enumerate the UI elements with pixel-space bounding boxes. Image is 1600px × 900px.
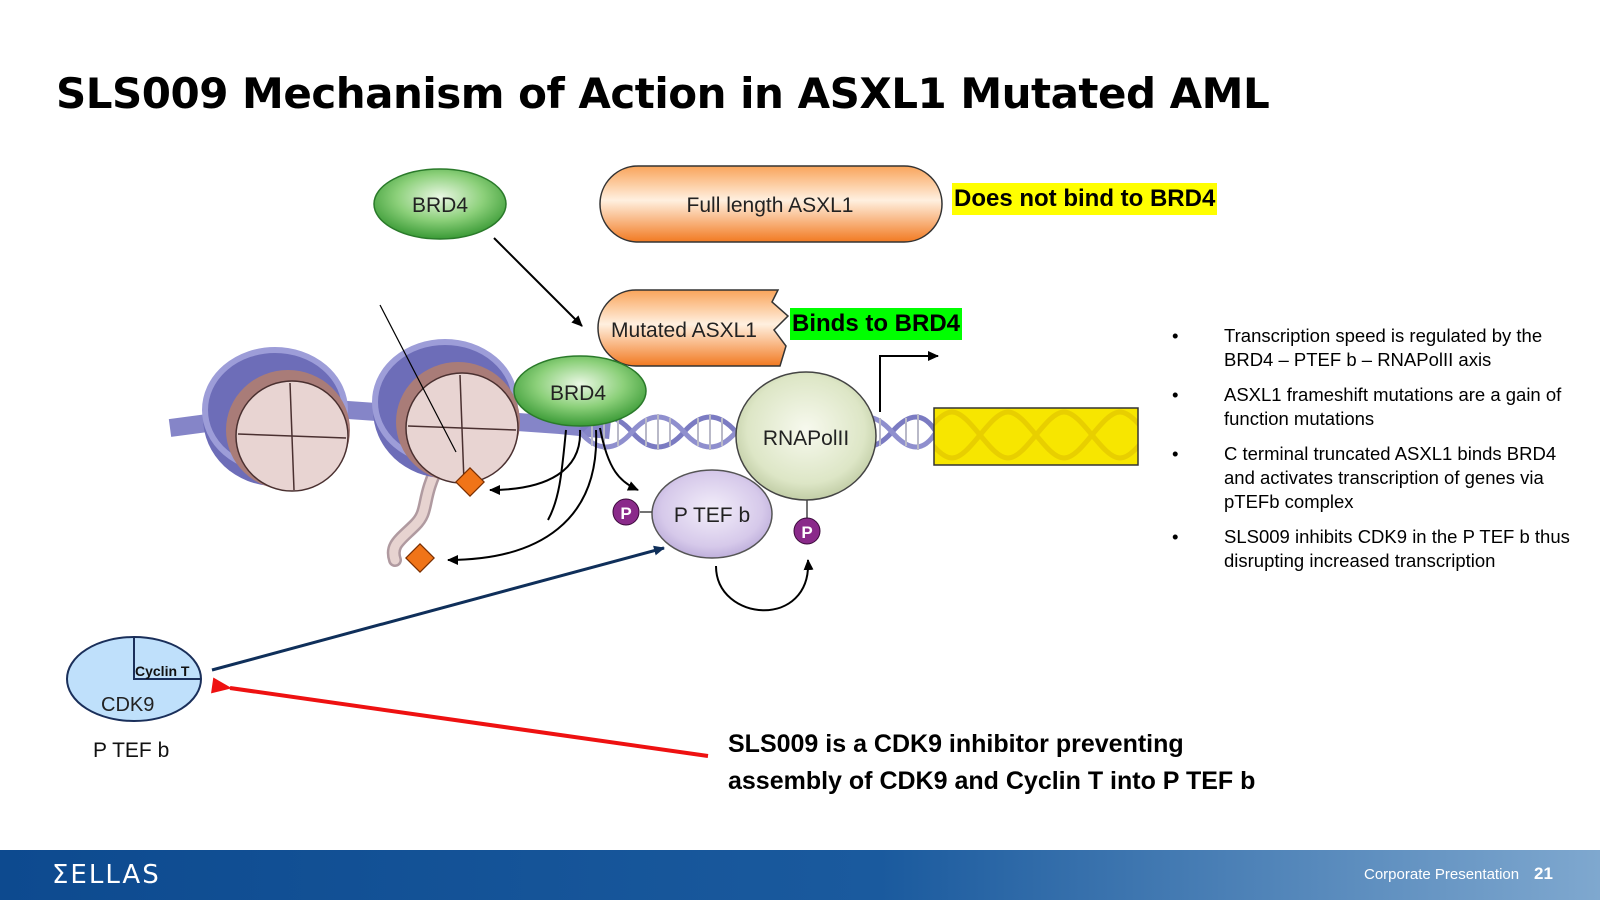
mutated-asxl1[interactable]: Mutated ASXL1 bbox=[597, 289, 790, 367]
footer-label: Corporate Presentation bbox=[1364, 866, 1520, 883]
does-not-bind-highlight: Does not bind to BRD4 bbox=[952, 183, 1218, 215]
inhibitor-note: SLS009 is a CDK9 inhibitor preventing as… bbox=[728, 730, 1256, 795]
company-logo: ΣELLAS bbox=[52, 860, 161, 890]
svg-text:P: P bbox=[801, 523, 812, 542]
p-tef-b[interactable]: P TEF b bbox=[651, 469, 773, 559]
list-item: Transcription speed is regulated by the … bbox=[1172, 324, 1592, 372]
phosphate-marker-ptefb: P bbox=[612, 498, 640, 526]
brd4-bound-label: BRD4 bbox=[550, 382, 606, 405]
footer-bar: ΣELLAS Corporate Presentation 21 bbox=[0, 850, 1600, 900]
key-points-list: Transcription speed is regulated by the … bbox=[1172, 324, 1592, 584]
brd4-bound[interactable]: BRD4 bbox=[513, 355, 647, 427]
binds-highlight: Binds to BRD4 bbox=[790, 308, 962, 340]
acetyl-mark-upper bbox=[455, 467, 485, 497]
ptefb-label: P TEF b bbox=[674, 504, 750, 527]
acetyl-mark-lower bbox=[405, 543, 435, 573]
cdk9-label: CDK9 bbox=[101, 694, 154, 716]
phosphate-marker-rnapol: P bbox=[793, 517, 821, 545]
acetylation-arrows bbox=[447, 427, 639, 565]
slide-title: SLS009 Mechanism of Action in ASXL1 Muta… bbox=[56, 69, 1270, 118]
brd4-top[interactable]: BRD4 bbox=[373, 168, 507, 240]
ptefb-complex[interactable]: Cyclin T CDK9 bbox=[66, 636, 202, 722]
cyclin-t-label: Cyclin T bbox=[135, 663, 190, 679]
list-item: SLS009 inhibits CDK9 in the P TEF b thus… bbox=[1172, 525, 1592, 573]
list-item: ASXL1 frameshift mutations are a gain of… bbox=[1172, 383, 1592, 431]
rna-polymerase-ii[interactable]: RNAPolII bbox=[735, 371, 877, 501]
nucleosome-2 bbox=[372, 339, 520, 484]
mechanism-diagram: BRD4 Full length ASXL1 Mutated ASXL1 RNA… bbox=[66, 165, 1139, 762]
brd4-top-label: BRD4 bbox=[412, 194, 468, 217]
rnapol-label: RNAPolII bbox=[763, 427, 849, 450]
gene-region bbox=[933, 407, 1139, 466]
full-length-asxl1[interactable]: Full length ASXL1 bbox=[599, 165, 943, 243]
mutated-asxl1-label: Mutated ASXL1 bbox=[611, 319, 757, 342]
phosphorylation-arrow bbox=[715, 559, 814, 612]
transcription-start-arrow bbox=[879, 351, 939, 412]
pointer-line bbox=[379, 304, 457, 453]
full-length-asxl1-label: Full length ASXL1 bbox=[687, 194, 854, 217]
nucleosome-1 bbox=[202, 347, 350, 492]
svg-text:P: P bbox=[620, 504, 631, 523]
ptefb-complex-caption: P TEF b bbox=[93, 739, 169, 762]
list-item: C terminal truncated ASXL1 binds BRD4 an… bbox=[1172, 442, 1592, 514]
brd4-binding-arrow bbox=[493, 237, 583, 327]
inhibition-arrow bbox=[211, 677, 709, 758]
assembly-arrow bbox=[211, 545, 665, 672]
page-number: 21 bbox=[1534, 864, 1553, 883]
